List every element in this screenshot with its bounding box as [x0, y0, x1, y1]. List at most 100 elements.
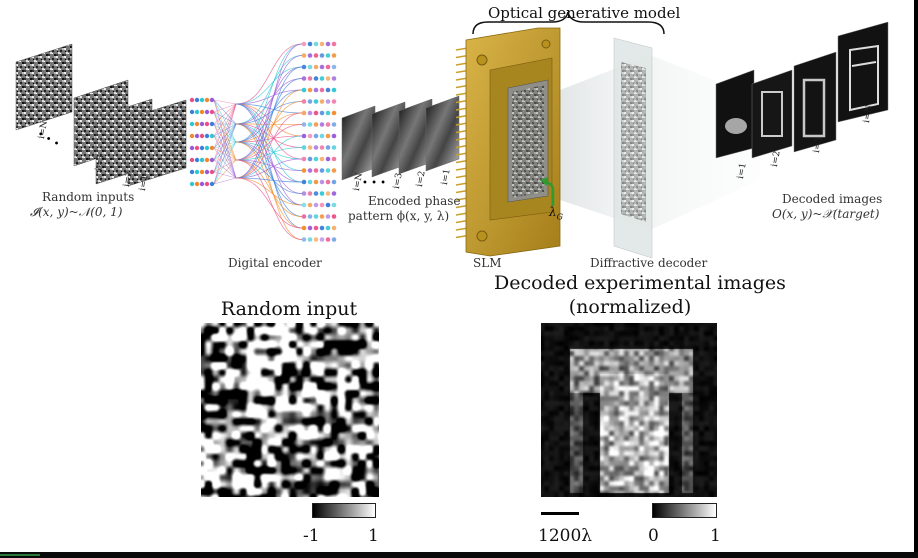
encoder-edge	[235, 135, 303, 143]
encoder-node	[331, 76, 337, 81]
encoder-node	[307, 225, 313, 231]
encoder-edge	[235, 141, 303, 229]
encoder-node	[319, 202, 325, 208]
encoder-node	[194, 109, 200, 115]
encoder-node	[209, 145, 215, 151]
encoder-node	[331, 53, 337, 58]
encoder-node	[301, 225, 307, 231]
encoder-node	[301, 76, 307, 81]
encoder-edge	[235, 43, 303, 179]
encoder-node	[331, 133, 337, 139]
encoder-node	[319, 133, 325, 139]
random-cb-max: 1	[368, 526, 379, 546]
encoder-edge	[235, 159, 303, 217]
encoder-edge	[213, 123, 237, 179]
encoder-node	[301, 168, 307, 173]
decoded-colorbar	[652, 503, 717, 518]
encoder-node	[301, 133, 307, 139]
encoder-node	[204, 97, 210, 103]
encoder-node	[319, 53, 325, 58]
encoder-node	[204, 109, 210, 115]
encoder-node	[325, 110, 331, 116]
encoder-node	[301, 41, 307, 47]
encoder-edge	[235, 135, 303, 179]
encoder-edge	[213, 111, 237, 179]
encoder-edge	[235, 159, 303, 171]
encoder-node	[209, 181, 215, 187]
random-input-title: Random input	[220, 298, 358, 320]
encoder-edge	[213, 123, 237, 161]
encoder-node	[313, 156, 319, 162]
encoder-edge	[235, 141, 303, 206]
encoder-node	[189, 145, 195, 151]
encoder-edge	[213, 159, 237, 179]
encoder-edge	[235, 177, 303, 229]
encoder-node	[189, 109, 195, 115]
random-input-stack	[15, 43, 187, 187]
encoder-node	[313, 41, 319, 47]
encoder-node	[331, 168, 337, 173]
encoder-node	[194, 157, 200, 163]
decoded-images-formula: O(x, y)~𝒳(target)	[772, 207, 880, 221]
encoder-edge	[235, 177, 303, 206]
encoder-node	[313, 214, 319, 219]
encoder-node	[313, 99, 319, 104]
encoder-node	[331, 191, 337, 196]
encoder-edge	[213, 99, 237, 143]
encoder-edge	[213, 103, 237, 137]
encoder-node	[307, 133, 313, 139]
encoder-node	[301, 99, 307, 104]
encoder-node	[325, 87, 331, 93]
encoder-node	[325, 145, 331, 150]
encoder-node	[313, 64, 319, 70]
decoded-exp-title-2: (normalized)	[568, 296, 692, 318]
encoder-edge	[235, 177, 303, 183]
diffractive-decoder	[613, 37, 653, 259]
encoder-node	[307, 87, 313, 93]
encoder-edge	[213, 147, 237, 161]
encoder-node	[307, 99, 313, 104]
encoder-node	[199, 97, 205, 103]
encoder-node	[313, 191, 319, 196]
encoder-node	[325, 179, 331, 185]
encoder-node	[301, 191, 307, 196]
encoder-edge	[213, 99, 237, 125]
encoder-node	[209, 157, 215, 163]
random-inputs-label: Random inputs	[42, 190, 135, 204]
bottom-strip	[0, 552, 918, 558]
encoder-edge	[213, 123, 237, 143]
encoder-node	[301, 145, 307, 150]
encoder-node	[209, 109, 215, 115]
random-cb-min: -1	[303, 526, 320, 546]
encoder-node	[313, 202, 319, 208]
encoder-node	[194, 181, 200, 187]
model-brace	[472, 11, 665, 35]
encoder-node	[301, 179, 307, 185]
encoder-node	[189, 181, 195, 187]
encoder-node	[313, 122, 319, 127]
random-input-image	[201, 323, 379, 497]
encoder-node	[319, 64, 325, 70]
encoder-node	[313, 53, 319, 58]
encoder-node	[204, 169, 210, 175]
encoder-node	[307, 145, 313, 150]
encoder-node	[301, 202, 307, 208]
encoder-edge	[213, 171, 237, 179]
encoder-node	[301, 87, 307, 93]
encoder-node	[313, 76, 319, 81]
encoder-edge	[213, 135, 237, 161]
encoder-edge	[235, 78, 303, 161]
encoder-node	[325, 64, 331, 70]
encoder-edge	[213, 99, 237, 105]
encoder-node	[325, 237, 331, 242]
encoder-node	[189, 97, 195, 103]
encoder-edge	[213, 99, 237, 161]
encoder-node	[319, 214, 325, 219]
encoder-node	[307, 179, 313, 185]
encoder-node	[194, 133, 200, 139]
pipeline-diagram	[15, 11, 889, 259]
encoder-edge	[213, 103, 237, 161]
encoder-edge	[235, 101, 303, 161]
encoder-node	[331, 41, 337, 47]
